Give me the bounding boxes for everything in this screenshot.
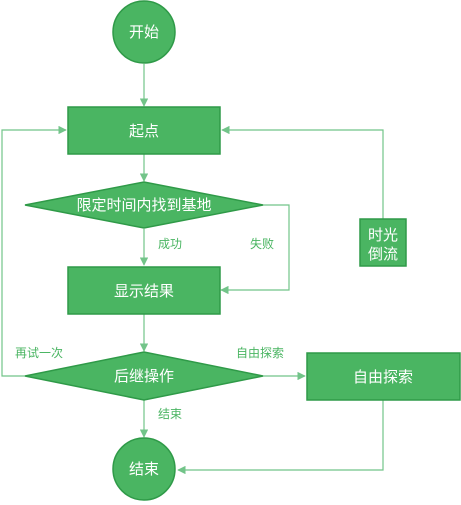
- time-rewind-node: 时光 倒流: [359, 218, 407, 267]
- connector-rewind-to-origin: [221, 125, 384, 219]
- end-label: 结束: [129, 460, 159, 478]
- connector-failure: [220, 204, 290, 295]
- origin-label: 起点: [129, 122, 159, 140]
- origin-node: 起点: [67, 106, 221, 155]
- followup-node: 后继操作: [24, 351, 264, 401]
- edge-label-finish: 结束: [158, 407, 182, 421]
- free-explore-node: 自由探索: [306, 352, 461, 401]
- show-result-node: 显示结果: [67, 266, 221, 315]
- edge-labels: 成功 失败 再试一次 自由探索 结束: [15, 236, 284, 421]
- edge-label-failure: 失败: [250, 236, 274, 251]
- start-label: 开始: [129, 23, 159, 41]
- edge-label-success: 成功: [158, 237, 182, 251]
- show-result-label: 显示结果: [114, 282, 174, 300]
- time-rewind-label-line1: 时光: [368, 226, 398, 244]
- connector-retry: [1, 125, 67, 377]
- decision-find-node: 限定时间内找到基地: [24, 181, 264, 229]
- edge-label-explore: 自由探索: [236, 346, 284, 360]
- start-node: 开始: [112, 0, 176, 64]
- connectors: [1, 64, 384, 475]
- connector-explore-to-end: [177, 400, 384, 475]
- time-rewind-label-line2: 倒流: [368, 245, 398, 263]
- end-node: 结束: [112, 437, 176, 501]
- free-explore-label: 自由探索: [353, 368, 413, 386]
- edge-label-retry: 再试一次: [15, 345, 63, 360]
- followup-label: 后继操作: [114, 367, 174, 385]
- decision-find-label: 限定时间内找到基地: [76, 196, 211, 214]
